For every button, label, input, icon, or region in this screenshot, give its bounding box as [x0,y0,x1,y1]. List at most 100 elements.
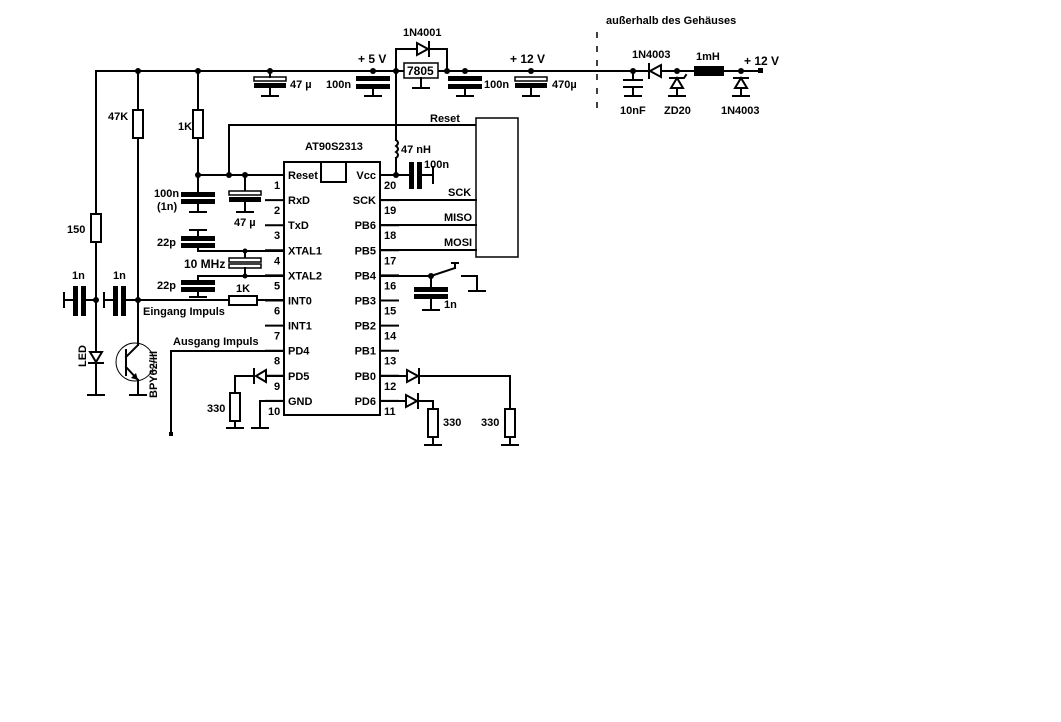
pin-name-left: PD4 [288,346,310,358]
inductor-47nh: 47 nH [394,70,431,176]
pin-name-right: PB3 [355,296,376,308]
label-mosi: MOSI [444,237,472,249]
reset-circuit: 47K 1K 100n (1n) 47 µ [108,70,285,229]
label-c100n-5v: 100n [326,79,351,91]
label-c47u-rail: 47 µ [290,79,312,91]
pin-number-left: 9 [274,381,280,393]
pin-number-left: 3 [274,230,280,242]
pin-name-left: RxD [288,195,310,207]
label-r150: 150 [67,224,85,236]
mcu-name: AT90S2313 [305,141,363,153]
label-r330-pd5: 330 [207,403,225,415]
pin-name-left: PD5 [288,371,309,383]
label-47nh: 47 nH [401,144,431,156]
label-1n4001: 1N4001 [403,27,442,39]
capacitor-470u: 470µ + 12 V [510,52,577,97]
pin-name-right: Vcc [356,170,376,182]
pin-number-left: 6 [274,306,280,318]
label-12v: + 12 V [510,52,545,66]
isp-connector: SCK MISO MOSI [379,117,519,258]
output-impulse: Ausgang Impuls [169,336,285,436]
pin-number-left: 1 [274,180,280,192]
pin-name-right: SCK [353,195,376,207]
label-r1k-reset: 1K [178,121,192,133]
regulator-7805: 7805 [403,62,439,89]
pin-name-left: INT0 [288,296,312,308]
pin-name-right: PB4 [355,270,377,282]
led-pb0: 330 [379,368,519,446]
pin-name-right: PB1 [355,346,376,358]
pin-number-right: 18 [384,230,396,242]
pin-name-left: GND [288,396,313,408]
pin-name-left: Reset [288,170,318,182]
label-7805: 7805 [407,64,434,78]
label-c1n-reset-alt: (1n) [157,201,178,213]
label-c100n-12v: 100n [484,79,509,91]
pin-name-left: XTAL1 [288,245,322,257]
label-outside-housing: außerhalb des Gehäuses [606,15,736,27]
pin-number-right: 20 [384,180,396,192]
pin-number-left: 8 [274,356,280,368]
pin-name-left: TxD [288,220,309,232]
pin-number-left: 7 [274,331,280,343]
label-1n4003-shunt: 1N4003 [721,105,760,117]
label-isp-reset: Reset [430,113,460,125]
pin-name-right: PD6 [355,396,376,408]
pin-name-right: PB0 [355,371,376,383]
pin-number-right: 14 [384,331,397,343]
label-12v-input: + 12 V [744,54,779,68]
housing-boundary: außerhalb des Gehäuses [596,15,736,110]
label-c100n-vcc: 100n [424,159,449,171]
label-c470u: 470µ [552,79,577,91]
label-c1n-tr: 1n [113,270,126,282]
pin-name-left: XTAL2 [288,270,322,282]
input-filter: 10nF 1N4003 ZD20 1mH 1N4003 + 12 V [596,49,779,117]
label-miso: MISO [444,212,473,224]
label-c1n-pb4: 1n [444,299,457,311]
label-c1n-led: 1n [72,270,85,282]
pin-number-right: 16 [384,280,396,292]
label-r330-pd6: 330 [443,417,461,429]
label-zd20: ZD20 [664,105,691,117]
label-c100n-reset: 100n [154,188,179,200]
label-1n4003-series: 1N4003 [632,49,671,61]
led-pd6: 330 [379,393,461,446]
pin-name-right: PB5 [355,245,376,257]
switch-pb4[interactable]: 1n [379,262,486,311]
label-phototransistor: BPY62/III [148,351,160,398]
label-r47k: 47K [108,111,128,123]
label-c22p-1: 22p [157,237,176,249]
pin-name-right: PB6 [355,220,376,232]
pin-number-left: 2 [274,205,280,217]
label-eingang: Eingang Impuls [143,306,225,318]
pin-number-right: 12 [384,381,396,393]
label-r1k-int0: 1K [236,283,250,295]
pin-number-left: 4 [274,255,281,267]
label-sck: SCK [448,187,471,199]
label-c22p-2: 22p [157,280,176,292]
pin-number-right: 19 [384,205,396,217]
pin-number-right: 17 [384,255,396,267]
pin-number-right: 11 [384,406,396,418]
pin-name-right: PB2 [355,321,376,333]
reset-line: Reset [228,113,477,176]
led-pd5: 330 [207,368,285,429]
diode-1n4001: 1N4001 [395,27,450,74]
label-crystal: 10 MHz [184,257,225,271]
input-sensor: 150 1n 1n 1K Eingang Impuls LED [63,137,285,398]
label-r330-pb0: 330 [481,417,499,429]
pin-number-left: 5 [274,280,280,292]
pin-number-right: 13 [384,356,396,368]
microcontroller: AT90S2313 [283,141,381,416]
pin-name-left: INT1 [288,321,312,333]
pin-number-right: 15 [384,306,396,318]
capacitor-100n-5v: 100n + 5 V [326,52,390,97]
label-c10nf: 10nF [620,105,646,117]
label-c47u-reset: 47 µ [234,217,256,229]
label-led: LED [77,345,89,367]
capacitor-100n-12v: 100n [448,68,509,97]
capacitor-47u-rail: 47 µ [253,70,312,97]
label-ausgang: Ausgang Impuls [173,336,259,348]
crystal-circuit: 22p 10 MHz 22p [157,229,285,298]
